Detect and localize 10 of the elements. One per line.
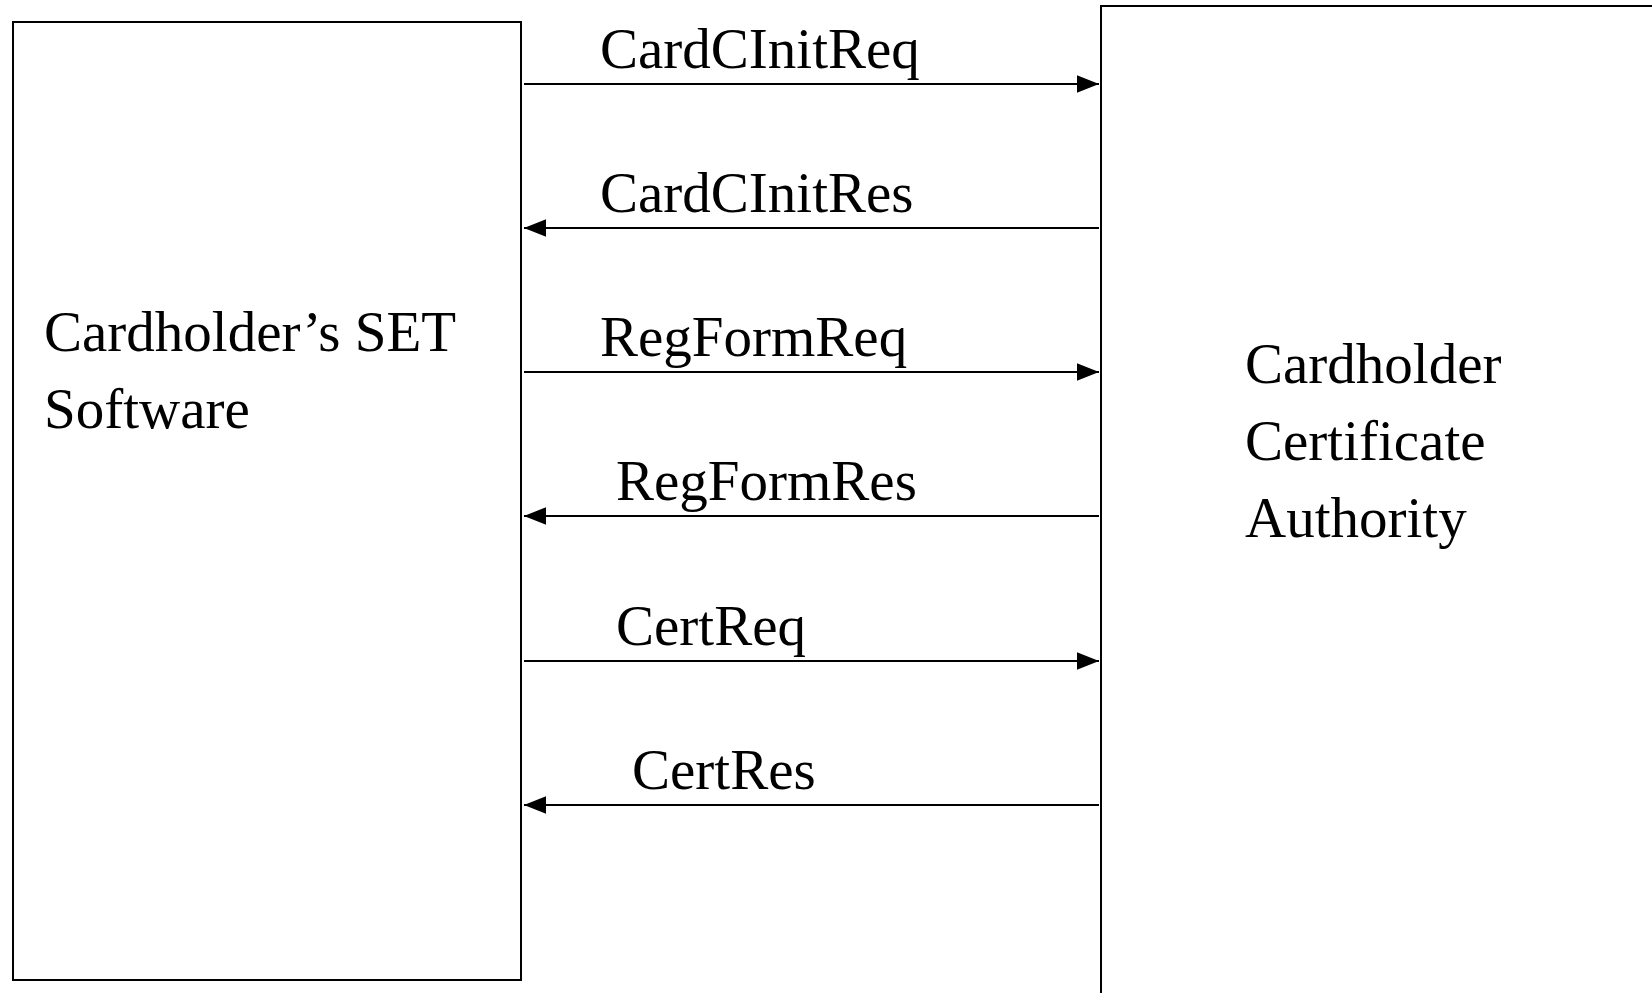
arrow [523, 219, 1100, 237]
arrow [523, 796, 1100, 814]
arrow [523, 652, 1100, 670]
entity-box [1100, 5, 1652, 993]
arrow [523, 363, 1100, 381]
entity-name: Cardholder Certificate Authority [1245, 331, 1503, 551]
arrow [523, 75, 1100, 93]
entity-box [12, 21, 522, 981]
entity-name: Cardholder’s SET Software [44, 299, 457, 442]
arrow [523, 507, 1100, 525]
